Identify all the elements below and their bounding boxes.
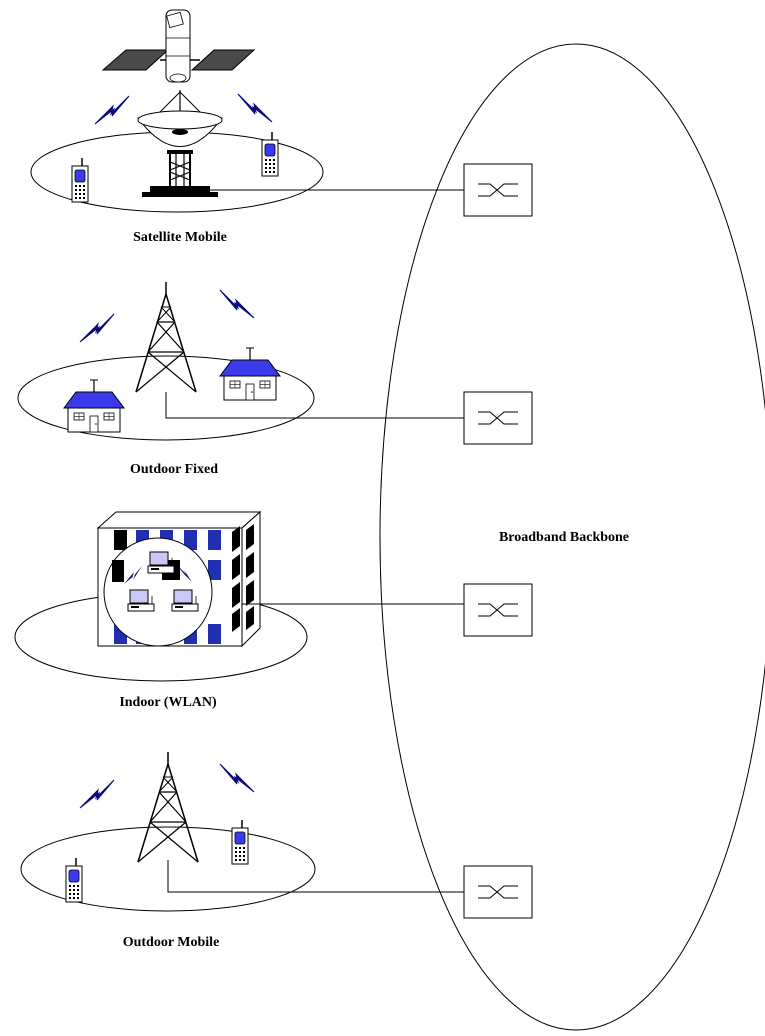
house-icon <box>219 347 281 401</box>
outdoor-mobile-label: Outdoor Mobile <box>122 935 220 950</box>
indoor-wlan-label: Indoor (WLAN) <box>119 695 217 710</box>
lightning-icon <box>124 564 192 584</box>
mobile-phone-icon <box>231 819 249 865</box>
lightning-icon <box>219 763 255 793</box>
backbone-ellipse <box>379 43 765 1031</box>
switch-icon <box>463 865 533 919</box>
outdoor-fixed-cell-ellipse <box>17 355 315 441</box>
lightning-icon <box>79 779 115 809</box>
switch-icon <box>463 391 533 445</box>
lightning-icon <box>94 95 130 125</box>
radio-tower-icon <box>135 281 197 393</box>
outdoor-mobile-link-line <box>167 860 464 893</box>
switch-icon <box>463 583 533 637</box>
outdoor-fixed-label: Outdoor Fixed <box>129 462 219 477</box>
dish-antenna-icon <box>137 90 223 197</box>
lightning-icon <box>79 313 115 343</box>
mobile-phone-icon <box>261 131 279 177</box>
mobile-phone-icon <box>71 157 89 203</box>
outdoor-mobile-section <box>20 751 533 919</box>
outdoor-fixed-section <box>17 281 533 445</box>
satellite-icon <box>101 9 256 83</box>
backbone-label: Broadband Backbone <box>498 530 630 545</box>
house-icon <box>63 379 125 433</box>
outdoor-mobile-cell-ellipse <box>20 826 316 912</box>
mobile-phone-icon <box>65 857 83 903</box>
office-building-icon <box>96 510 262 648</box>
outdoor-fixed-link-line <box>165 392 464 419</box>
switch-icon <box>463 163 533 217</box>
indoor-wlan-section <box>14 510 533 682</box>
satellite-mobile-label: Satellite Mobile <box>133 230 227 245</box>
lightning-icon <box>219 289 255 319</box>
satellite-mobile-section <box>30 9 533 217</box>
radio-tower-icon <box>137 751 199 863</box>
lightning-icon <box>237 93 273 123</box>
